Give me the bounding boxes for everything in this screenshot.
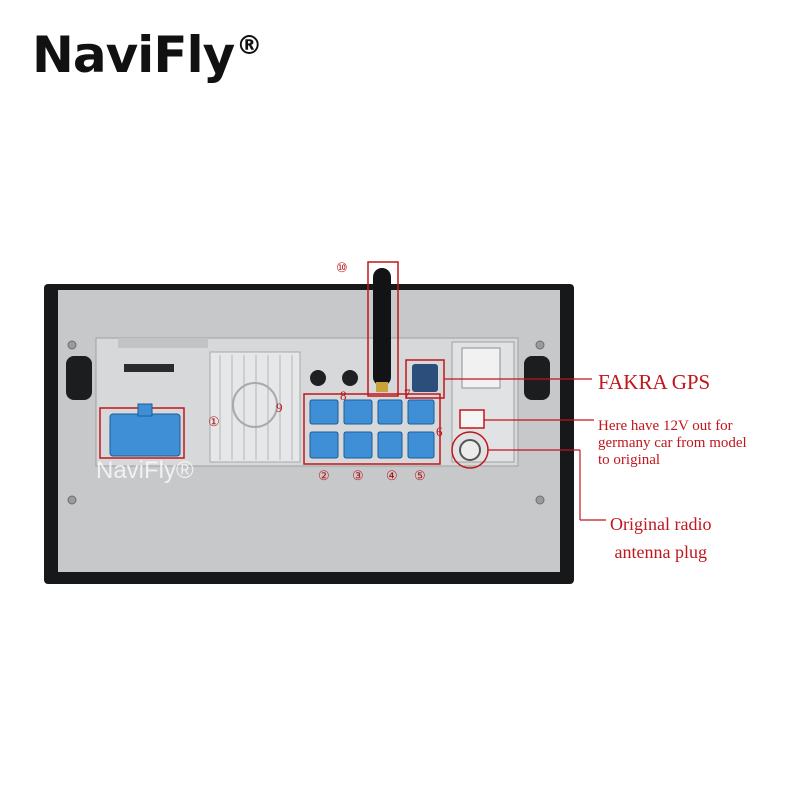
radio-antenna-plug <box>459 439 481 461</box>
bracket-clip <box>461 347 501 389</box>
marker-8: 8 <box>340 388 347 403</box>
connector-block <box>309 399 435 459</box>
marker-2: ② <box>318 468 330 483</box>
fakra-gps-connector <box>412 364 438 392</box>
connector-1-latch <box>137 403 153 417</box>
twelve-v-note: Here have 12V out for germany car from m… <box>598 418 798 469</box>
connector-1 <box>109 413 181 457</box>
marker-5: ⑤ <box>414 468 426 483</box>
registered-mark: ® <box>236 31 262 62</box>
brand-logo-text: NaviFly <box>32 26 235 84</box>
brand-logo: NaviFly® <box>32 26 262 84</box>
antenna-plug-label-line-2: antenna plug <box>614 542 707 562</box>
left-mount-knob <box>66 356 92 400</box>
brand-watermark: NaviFly® <box>96 457 194 484</box>
sd-card-slot <box>124 364 174 372</box>
corner-screws <box>67 340 545 505</box>
round-port-right <box>342 370 358 386</box>
antenna-plug-label-line-1: Original radio <box>610 514 712 534</box>
fakra-gps-label: FAKRA GPS <box>598 370 711 394</box>
12v-out-highlight-box <box>459 409 485 429</box>
antenna-highlight-box <box>367 261 399 397</box>
marker-3: ③ <box>352 468 364 483</box>
wifi-antenna <box>373 268 391 386</box>
marker-9: 9 <box>276 400 283 415</box>
marker-4: ④ <box>386 468 398 483</box>
round-port-left <box>310 370 326 386</box>
antenna-plug-label: Original radio antenna plug <box>610 510 711 566</box>
antenna-connector <box>376 382 388 392</box>
chassis-top-edge <box>118 338 208 348</box>
right-mount-knob <box>524 356 550 400</box>
leader-lines <box>444 378 606 521</box>
marker-6: 6 <box>436 424 443 439</box>
marker-1: ① <box>208 414 220 429</box>
marker-10: ⑩ <box>336 260 348 275</box>
twelve-v-note-line-2: germany car from model <box>598 435 747 451</box>
twelve-v-note-line-1: Here have 12V out for <box>598 418 733 434</box>
marker-7: 7 <box>404 386 411 401</box>
connector-block-highlight-box <box>303 393 441 465</box>
twelve-v-note-line-3: to original <box>598 452 661 468</box>
vent-grill <box>209 351 301 463</box>
